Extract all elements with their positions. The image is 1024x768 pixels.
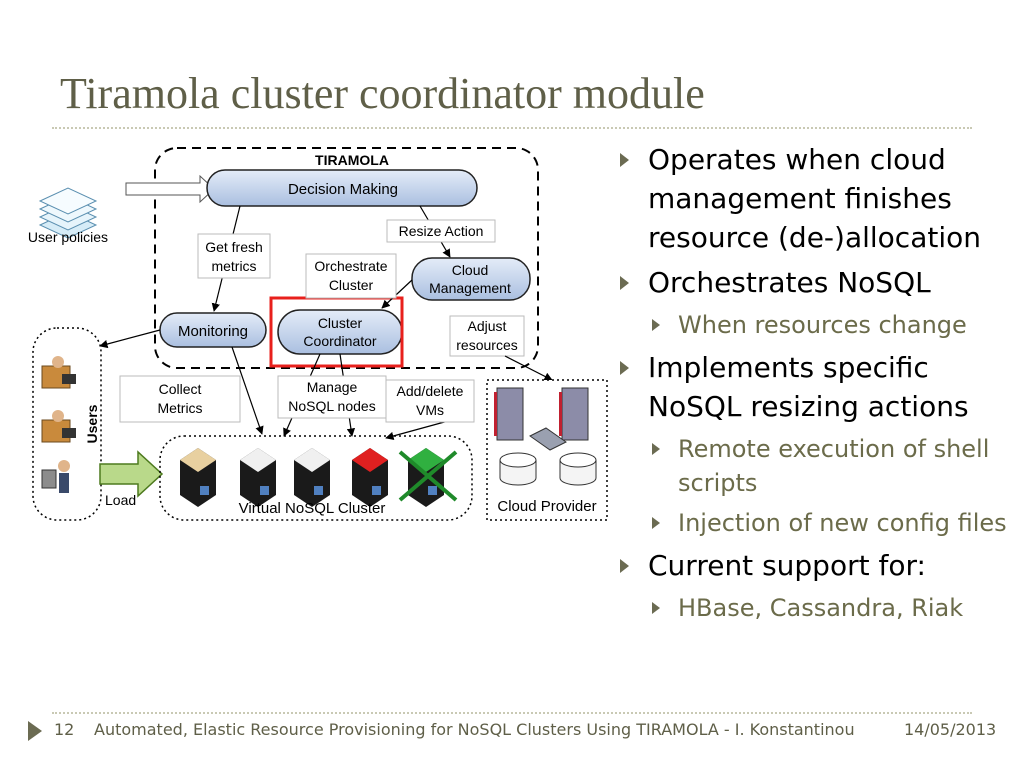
bullet-arrow-icon [620,559,629,573]
user-policies-label: User policies [28,229,108,245]
bullet-text: HBase, Cassandra, Riak [678,594,964,622]
server-rack-icon [559,387,589,441]
bullet-arrow-icon [652,602,660,614]
collect-metrics-label-1: Collect [159,381,202,397]
sub-bullet-item: When resources change [614,308,1014,342]
decision-making-label: Decision Making [288,181,398,198]
tiramola-label: TIRAMOLA [315,152,389,168]
cloud-management-label-2: Management [429,280,511,296]
adjust-resources-label-2: resources [456,337,517,353]
users-group [32,327,102,521]
orchestrate-cluster-label-2: Cluster [329,277,374,293]
bullet-text: Operates when cloud management finishes … [648,143,981,254]
server-removed-icon [398,448,458,507]
bullet-text: When resources change [678,311,967,339]
collect-metrics-label-2: Metrics [157,400,202,416]
cloud-management-node [411,257,531,301]
user-icon [41,460,70,493]
title-divider [52,127,972,129]
cloud-management-label-1: Cloud [452,262,489,278]
user-policies-icon [38,187,98,239]
cluster-coordinator-label-1: Cluster [318,315,363,331]
get-fresh-metrics-label-2: metrics [211,258,256,274]
bullet-item: Implements specific NoSQL resizing actio… [614,348,1014,426]
bullet-arrow-icon [620,276,629,290]
bullet-arrow-icon [652,517,660,529]
footer-divider [52,712,972,714]
bullet-text: Orchestrates NoSQL [648,266,931,299]
virtual-nosql-cluster-label: Virtual NoSQL Cluster [239,500,386,517]
footer-arrow-icon [28,721,42,741]
server-icon [180,448,216,507]
footer: 12 Automated, Elastic Resource Provision… [0,716,1024,746]
server-rack-icon [494,387,524,441]
server-icon [240,448,276,507]
bullet-item: Current support for: [614,546,1014,585]
slide-title: Tiramola cluster coordinator module [60,69,705,118]
cluster-coordinator-label-2: Coordinator [303,333,376,349]
policy-arrow [125,174,215,204]
load-label: Load [105,492,136,508]
get-fresh-metrics-label-1: Get fresh [205,239,263,255]
manage-nosql-label-2: NoSQL nodes [288,398,375,414]
bullet-text: Injection of new config files [678,509,1007,537]
bullet-text: Implements specific NoSQL resizing actio… [648,351,969,423]
cloud-provider-label: Cloud Provider [497,498,596,515]
manage-nosql-label-1: Manage [307,379,358,395]
page-number: 12 [54,720,75,739]
virtual-nosql-cluster-group [159,435,473,521]
storage-disk-icon [559,452,597,486]
server-added-icon [352,448,388,507]
tiramola-diagram: TIRAMOLA User policies Decision Making C… [28,147,608,521]
bullet-list: Operates when cloud management finishes … [614,140,1014,631]
network-switch-icon [529,427,567,451]
server-icon [294,448,330,507]
sub-bullet-item: HBase, Cassandra, Riak [614,591,1014,625]
bullet-arrow-icon [652,443,660,455]
sub-bullet-item: Injection of new config files [614,506,1014,540]
users-label: Users [84,404,100,443]
tiramola-boundary [154,147,539,369]
bullet-text: Current support for: [648,549,926,582]
footer-text: Automated, Elastic Resource Provisioning… [94,720,855,739]
bullet-item: Operates when cloud management finishes … [614,140,1014,257]
monitoring-label: Monitoring [178,323,248,340]
storage-disk-icon [499,452,537,486]
load-arrow [99,450,164,498]
user-icon [41,410,76,443]
bullet-item: Orchestrates NoSQL [614,263,1014,302]
bullet-text: Remote execution of shell scripts [678,435,990,497]
add-delete-vms-label-2: VMs [416,402,444,418]
resize-action-label: Resize Action [399,223,484,239]
adjust-resources-label-1: Adjust [468,318,507,334]
bullet-arrow-icon [652,319,660,331]
bullet-arrow-icon [620,361,629,375]
add-delete-vms-label-1: Add/delete [397,383,464,399]
footer-date: 14/05/2013 [904,720,997,739]
bullet-arrow-icon [620,153,629,167]
sub-bullet-item: Remote execution of shell scripts [614,432,1014,500]
decision-making-node [206,169,478,207]
orchestrate-cluster-label-1: Orchestrate [314,258,387,274]
user-icon [41,356,76,389]
